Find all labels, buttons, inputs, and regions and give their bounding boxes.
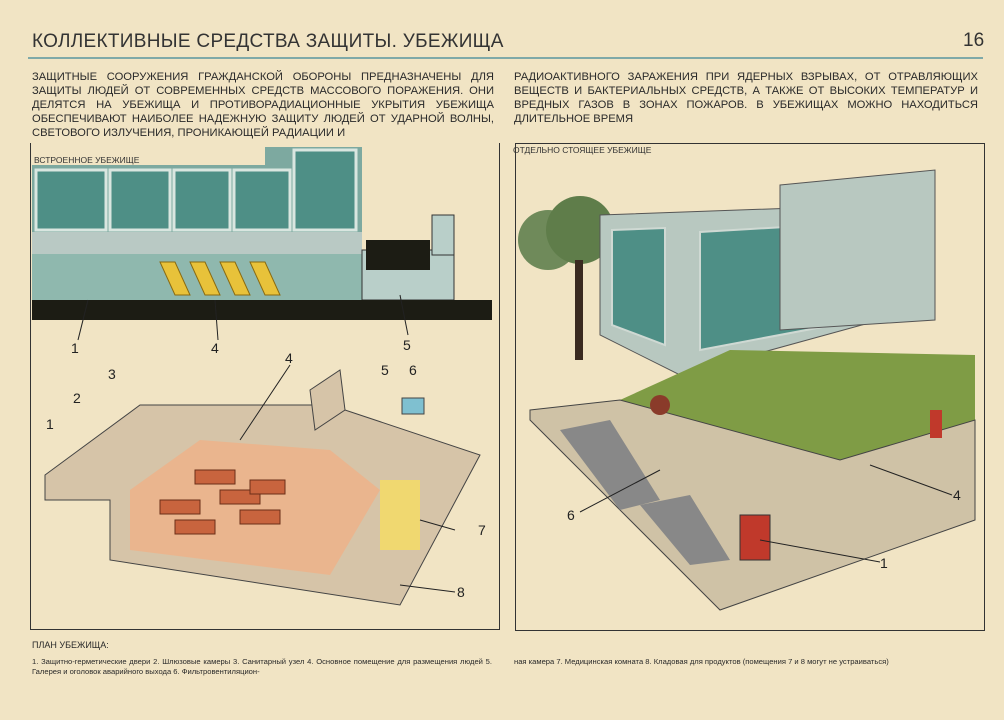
callout-1-right: 1 [880, 555, 888, 571]
built-in-shelter-section [32, 147, 492, 320]
callout-6-plan: 6 [409, 362, 417, 378]
standalone-shelter-panel [515, 143, 985, 631]
plan-legend-left: 1. Защитно-герметические двери 2. Шлюзов… [32, 657, 492, 676]
intro-text-right: радиоактивного заражения при ядерных взр… [514, 71, 978, 125]
callout-lines [77, 294, 953, 593]
shelter-plan [44, 369, 481, 606]
callout-5: 5 [403, 337, 411, 353]
callout-4: 4 [211, 340, 219, 356]
intro-text-left: Защитные сооружения гражданской обороны … [32, 71, 494, 139]
built-in-shelter-caption: ВСТРОЕННОЕ УБЕЖИЩЕ [34, 155, 140, 165]
standalone-shelter-illustration [518, 169, 976, 611]
callout-6-right: 6 [567, 507, 575, 523]
standalone-shelter-caption: ОТДЕЛЬНО СТОЯЩЕЕ УБЕЖИЩЕ [513, 145, 652, 155]
callout-4-right: 4 [953, 487, 961, 503]
built-in-shelter-panel [30, 143, 500, 630]
plan-legend-right: ная камера 7. Медицинская комната 8. Кла… [514, 657, 889, 666]
page-title: КОЛЛЕКТИВНЫЕ СРЕДСТВА ЗАЩИТЫ. УБЕЖИЩА [32, 31, 504, 52]
callout-5-plan: 5 [381, 362, 389, 378]
title-divider [28, 57, 983, 59]
callout-1: 1 [71, 340, 79, 356]
page-number: 16 [963, 30, 985, 51]
callout-4-plan: 4 [285, 350, 293, 366]
callout-8-plan: 8 [457, 584, 465, 600]
callout-7-plan: 7 [478, 522, 486, 538]
callout-1-plan: 1 [46, 416, 54, 432]
callout-2-plan: 2 [73, 390, 81, 406]
callout-3-plan: 3 [108, 366, 116, 382]
plan-title: ПЛАН УБЕЖИЩА: [32, 640, 109, 650]
